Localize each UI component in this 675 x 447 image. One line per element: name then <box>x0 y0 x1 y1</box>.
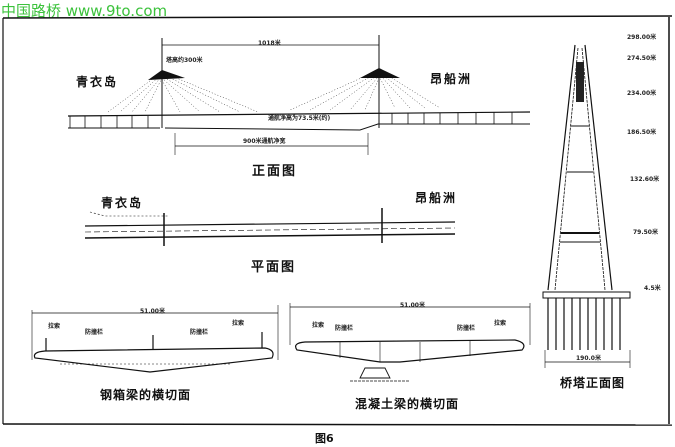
elevation-view <box>67 35 531 155</box>
frame-bottom <box>2 423 673 426</box>
clearance-height-label: 通航净高为73.5米(约) <box>268 115 331 122</box>
tower-title: 桥塔正面图 <box>560 376 626 390</box>
elevation-left-place: 青衣岛 <box>76 75 119 89</box>
concrete-section <box>289 303 531 382</box>
tower-elevation <box>542 44 631 368</box>
elevation-right-place: 昂船洲 <box>430 72 473 86</box>
clearance-width-label: 900米通航净宽 <box>243 138 286 145</box>
tower-level: 298.00米 <box>627 34 657 41</box>
frame-top <box>2 15 673 19</box>
tower-level: 274.50米 <box>627 55 657 62</box>
tower-level: 186.50米 <box>627 129 657 136</box>
concrete-label: 防撞栏 <box>335 325 354 332</box>
tower-height-label: 塔高约300米 <box>166 57 203 64</box>
tower-base-width: 190.0米 <box>576 355 601 362</box>
figure-caption: 图6 <box>315 432 334 445</box>
main-span-label: 1018米 <box>258 40 281 47</box>
plan-right-place: 昂船洲 <box>415 191 458 205</box>
steel-label: 防撞栏 <box>190 329 209 336</box>
tower-level: 234.00米 <box>627 90 657 97</box>
concrete-section-title: 混凝土梁的横切面 <box>355 397 460 411</box>
elevation-title: 正面图 <box>252 164 298 179</box>
steel-box-section <box>31 305 279 373</box>
bearing <box>359 367 391 379</box>
steel-section-title: 钢箱梁的横切面 <box>100 388 192 402</box>
approach-piers <box>69 112 513 128</box>
deck <box>67 111 531 117</box>
steel-section-width: 51.00米 <box>140 308 165 315</box>
plan-left-place: 青衣岛 <box>101 196 144 210</box>
steel-label: 防撞栏 <box>85 329 104 336</box>
concrete-label: 拉索 <box>494 320 507 327</box>
watermark: 中国路桥 www.9to.com <box>1 2 168 20</box>
tower-level: 79.50米 <box>633 229 658 236</box>
plan-title: 平面图 <box>251 260 297 275</box>
steel-label: 拉索 <box>232 320 245 327</box>
tower-level: 4.5米 <box>644 285 661 292</box>
concrete-section-width: 51.00米 <box>400 302 425 309</box>
tower-level: 132.60米 <box>630 176 660 183</box>
concrete-label: 拉索 <box>312 322 325 329</box>
piles <box>547 298 621 350</box>
plan-view <box>84 208 456 246</box>
steel-label: 拉索 <box>48 323 61 330</box>
concrete-label: 防撞栏 <box>457 325 476 332</box>
